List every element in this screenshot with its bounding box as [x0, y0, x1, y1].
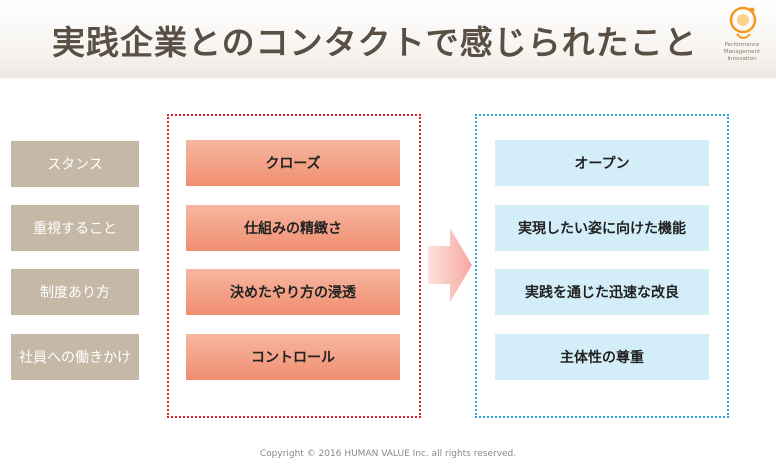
before-item-priority: 仕組みの精緻さ — [186, 205, 400, 251]
before-item-system: 決めたやり方の浸透 — [186, 269, 400, 315]
category-label-system: 制度あり方 — [11, 269, 139, 315]
page-title: 実践企業とのコンタクトで感じられたこと — [52, 23, 698, 62]
logo-mark-icon — [729, 6, 757, 39]
logo-line: Management — [723, 49, 761, 55]
category-label-priority: 重視すること — [11, 205, 139, 251]
category-label-employee-engagement: 社員への働きかけ — [11, 334, 139, 380]
after-item-priority: 実現したい姿に向けた機能 — [495, 205, 709, 251]
copyright-footer: Copyright © 2016 HUMAN VALUE Inc. all ri… — [259, 449, 517, 459]
before-item-stance: クローズ — [186, 140, 400, 186]
category-label-stance: スタンス — [11, 141, 139, 187]
before-item-engagement: コントロール — [186, 334, 400, 380]
logo-line: Innovation — [727, 56, 757, 62]
after-item-engagement: 主体性の尊重 — [495, 334, 709, 380]
logo-text: Performance Management Innovation — [712, 42, 772, 63]
after-item-stance: オープン — [495, 140, 709, 186]
after-item-system: 実践を通じた迅速な改良 — [495, 269, 709, 315]
transition-arrow-icon — [428, 228, 472, 302]
company-logo: Performance Management Innovation — [712, 4, 772, 72]
logo-line: Performance — [724, 42, 760, 48]
title-band — [0, 0, 776, 78]
